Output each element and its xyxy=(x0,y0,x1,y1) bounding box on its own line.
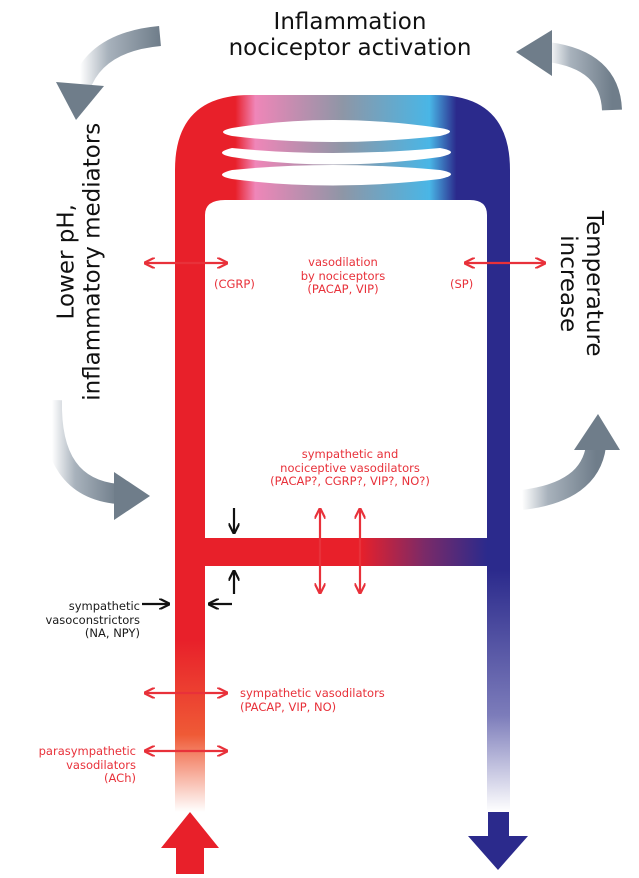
noci-line-2: by nociceptors xyxy=(300,268,386,283)
capillary-gaps xyxy=(222,120,451,186)
vasoconstrictor-arrows xyxy=(142,508,234,604)
noci-line-1: vasodilation xyxy=(308,255,378,269)
constr-line-2: vasoconstrictors xyxy=(45,612,140,627)
left-side-line-1: Lower pH, xyxy=(53,204,80,320)
title-line-1: Inflammation xyxy=(273,9,427,35)
gray-cycle-arrows xyxy=(41,26,622,520)
symp-noci-line-1: sympathetic and xyxy=(301,447,399,461)
symp-noci-line-2: nociceptive vasodilators xyxy=(280,460,420,475)
capillary-loop xyxy=(175,95,510,812)
right-side-line-2: increase xyxy=(555,235,581,333)
para-line-3: (ACh) xyxy=(104,771,136,786)
symp-noci-line-3: (PACAP?, CGRP?, VIP?, NO?) xyxy=(270,474,430,489)
sympathetic-vasodilator-label: sympathetic vasodilators (PACAP, VIP, NO… xyxy=(240,686,385,714)
right-bottom-arrowhead-icon xyxy=(574,414,620,450)
vein-outflow xyxy=(487,570,510,812)
sympvd-line-1: sympathetic vasodilators xyxy=(240,686,385,700)
sympvd-line-2: (PACAP, VIP, NO) xyxy=(240,699,337,714)
inflow-arrow-icon xyxy=(161,812,219,874)
top-left-curved-arrow-icon xyxy=(70,26,162,92)
nociceptor-vasodilation-label: vasodilation by nociceptors (PACAP, VIP) xyxy=(268,255,418,297)
top-right-curved-arrow-icon xyxy=(546,42,622,111)
right-bottom-curved-arrow-icon xyxy=(520,444,606,510)
sympathetic-nociceptive-label: sympathetic and nociceptive vasodilators… xyxy=(230,447,470,489)
artery-trunk xyxy=(175,228,205,643)
top-left-arrowhead-icon xyxy=(56,82,104,120)
title-line-2: nociceptor activation xyxy=(228,34,472,61)
cgrp-label: (CGRP) xyxy=(214,277,255,291)
para-line-2: vasodilators xyxy=(66,757,136,772)
noci-line-3: (PACAP, VIP) xyxy=(307,282,379,297)
constr-line-3: (NA, NPY) xyxy=(84,626,140,641)
right-side-line-1: Temperature xyxy=(580,210,607,357)
arteriovenous-bridge xyxy=(203,538,489,566)
left-bottom-arrowhead-icon xyxy=(114,472,150,520)
constr-line-1: sympathetic xyxy=(68,599,140,613)
left-side-label: Lower pH, inflammatory mediators xyxy=(53,122,106,402)
artery-inflow xyxy=(175,640,205,812)
sp-label: (SP) xyxy=(450,277,474,291)
left-side-line-2: inflammatory mediators xyxy=(79,122,105,401)
vasodilation-arrows xyxy=(146,263,544,751)
parasympathetic-vasodilator-label: parasympathetic vasodilators (ACh) xyxy=(8,744,136,786)
outflow-arrow-icon xyxy=(468,812,528,870)
left-bottom-curved-arrow-icon xyxy=(41,399,120,504)
top-right-arrowhead-icon xyxy=(516,30,552,76)
right-side-label: Temperature increase xyxy=(554,194,607,374)
vasoconstrictor-label: sympathetic vasoconstrictors (NA, NPY) xyxy=(10,599,140,641)
vein-trunk xyxy=(487,228,510,573)
diagram-title: Inflammation nociceptor activation xyxy=(190,9,510,62)
para-line-1: parasympathetic xyxy=(38,744,136,758)
